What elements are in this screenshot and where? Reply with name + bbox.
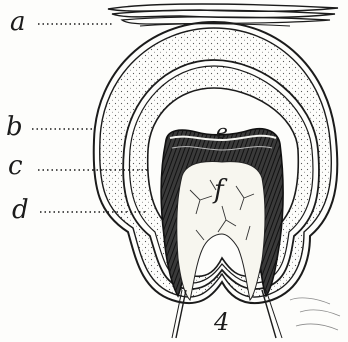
surrounding-tissue [290,298,340,330]
label-a: a [10,7,26,37]
label-d: d [12,195,29,225]
label-b: b [6,112,23,142]
label-e: e [216,119,228,143]
label-c: c [8,151,23,181]
label-number: 4 [213,308,229,336]
